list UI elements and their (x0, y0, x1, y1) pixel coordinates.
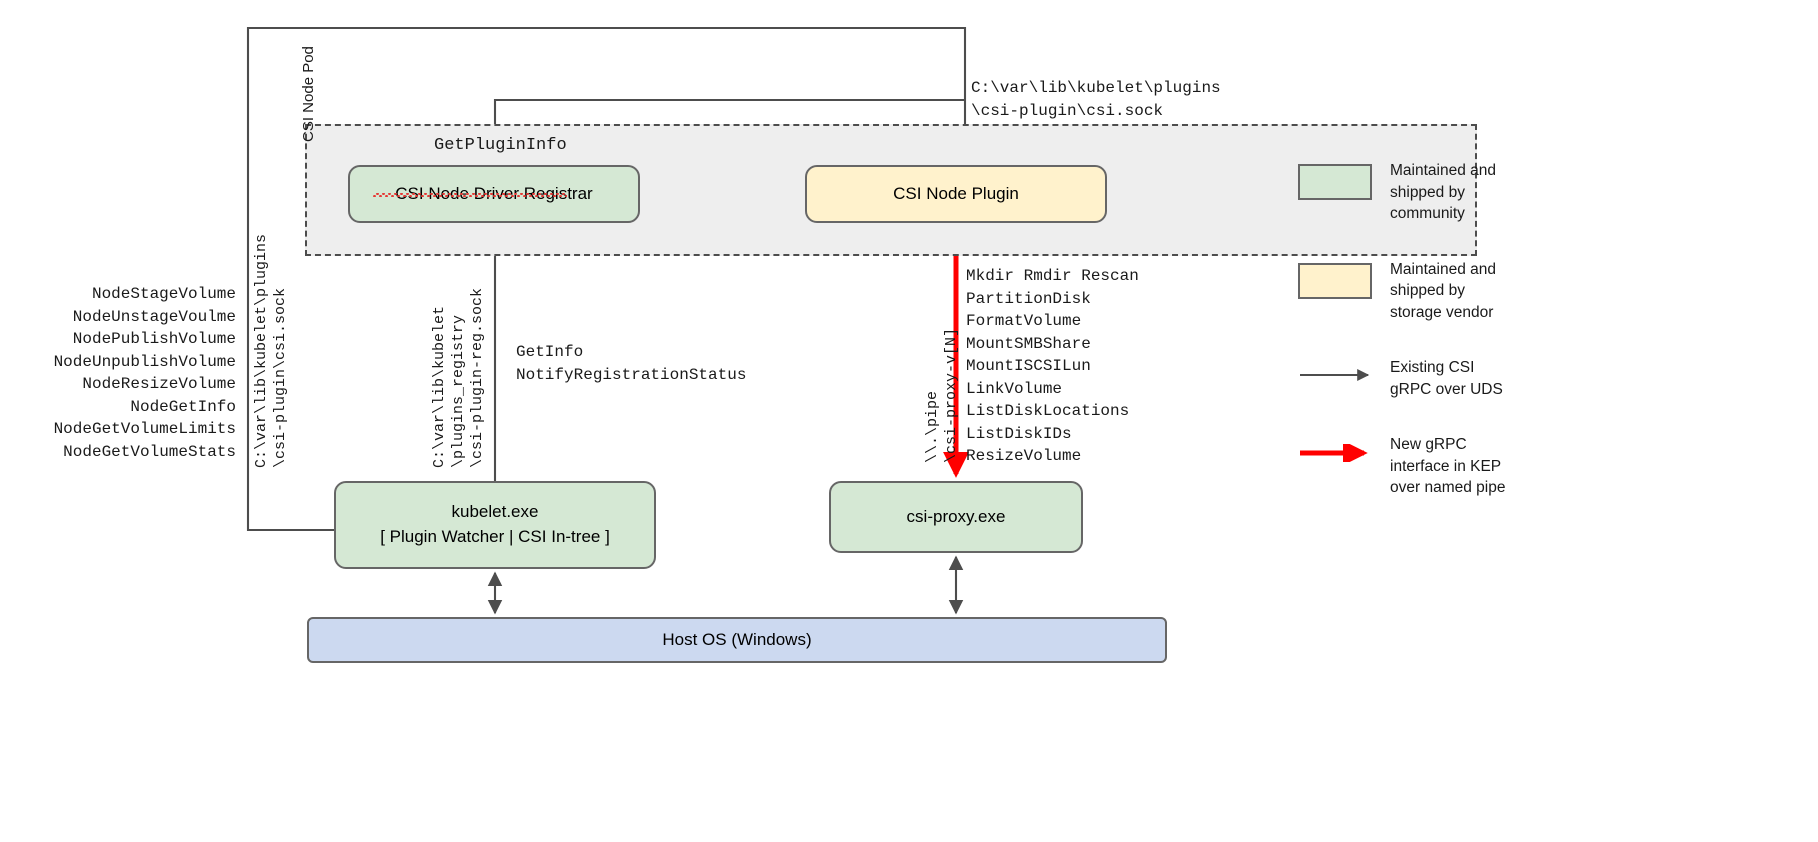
csi-proxy-method-item: MountISCSILun (966, 357, 1091, 375)
kubelet-exe-subtitle: [ Plugin Watcher | CSI In-tree ] (380, 527, 610, 546)
kubelet-exe-box[interactable]: kubelet.exe [ Plugin Watcher | CSI In-tr… (334, 481, 656, 569)
spellcheck-squiggle-icon (372, 193, 567, 197)
gray-arrow-icon (1300, 369, 1370, 381)
csi-node-plugin-box[interactable]: CSI Node Plugin (805, 165, 1107, 223)
get-plugin-info-label: GetPluginInfo (332, 98, 567, 212)
get-plugin-info-text: GetPluginInfo (434, 136, 567, 155)
red-arrow-icon (1300, 444, 1368, 462)
csi-node-plugin-label: CSI Node Plugin (893, 183, 1019, 203)
csi-node-method-item: NodeResizeVolume (82, 375, 236, 393)
legend-key-community (1298, 160, 1390, 200)
legend-row-new-grpc: New gRPC interface in KEP over named pip… (1298, 434, 1808, 499)
host-os-label: Host OS (Windows) (662, 629, 812, 649)
csi-proxy-method-item: FormatVolume (966, 312, 1082, 330)
csi-node-method-item: NodeUnstageVoulme (72, 307, 236, 326)
legend-row-vendor: Maintained and shipped by storage vendor (1298, 259, 1808, 324)
csi-proxy-method-item: Mkdir Rmdir Rescan (966, 267, 1139, 285)
kubelet-registry-path-vertical-label: C:\var\lib\kubelet \plugins_registry \cs… (431, 287, 486, 468)
csi-proxy-method-item: LinkVolume (966, 379, 1063, 398)
legend-text-vendor: Maintained and shipped by storage vendor (1390, 260, 1496, 321)
legend-key-existing-csi (1298, 357, 1390, 383)
csi-proxy-method-item: ListDiskIDs (966, 424, 1072, 443)
csi-proxy-method-item: ResizeVolume (966, 447, 1082, 465)
legend-row-existing-csi: Existing CSI gRPC over UDS (1298, 357, 1808, 400)
csi-node-method-item: NodePublishVolume (72, 330, 236, 348)
csi-proxy-exe-label: csi-proxy.exe (906, 506, 1006, 526)
csi-node-method-item: NodeUnpublishVolume (53, 352, 236, 371)
csi-node-method-item: NodeGetVolumeStats (63, 442, 236, 461)
csi-node-method-item: NodeStageVolume (91, 285, 236, 303)
csi-proxy-method-item: ListDiskLocations (966, 402, 1130, 420)
legend-text-new-grpc: New gRPC interface in KEP over named pip… (1390, 436, 1506, 496)
csi-plugin-socket-path-label: C:\var\lib\kubelet\plugins \csi-plugin\c… (971, 79, 1221, 120)
legend: Maintained and shipped by community Main… (1298, 160, 1808, 533)
csi-node-method-item: NodeGetInfo (130, 397, 236, 416)
csi-proxy-exe-box[interactable]: csi-proxy.exe (829, 481, 1083, 553)
host-os-box[interactable]: Host OS (Windows) (307, 617, 1167, 663)
named-pipe-path-vertical-label: \\.\pipe \csi-proxy-v[N] (924, 327, 960, 463)
green-swatch-icon (1298, 164, 1372, 200)
kubelet-exe-label: kubelet.exe (451, 502, 539, 522)
csi-uds-path-vertical-label: C:\var\lib\kubelet\plugins \csi-plugin\c… (253, 233, 289, 468)
csi-node-method-item: NodeGetVolumeLimits (53, 420, 236, 438)
csi-node-pod-label: CSI Node Pod (300, 46, 317, 142)
legend-row-community: Maintained and shipped by community (1298, 160, 1808, 225)
legend-key-new-grpc (1298, 434, 1390, 462)
legend-text-community: Maintained and shipped by community (1390, 162, 1496, 222)
yellow-swatch-icon (1298, 262, 1372, 299)
legend-text-existing-csi: Existing CSI gRPC over UDS (1390, 359, 1503, 398)
registration-rpcs-label: GetInfo NotifyRegistrationStatus (516, 343, 747, 384)
csi-proxy-method-item: PartitionDisk (966, 289, 1091, 308)
csi-proxy-method-item: MountSMBShare (966, 334, 1091, 353)
legend-key-vendor (1298, 259, 1390, 299)
